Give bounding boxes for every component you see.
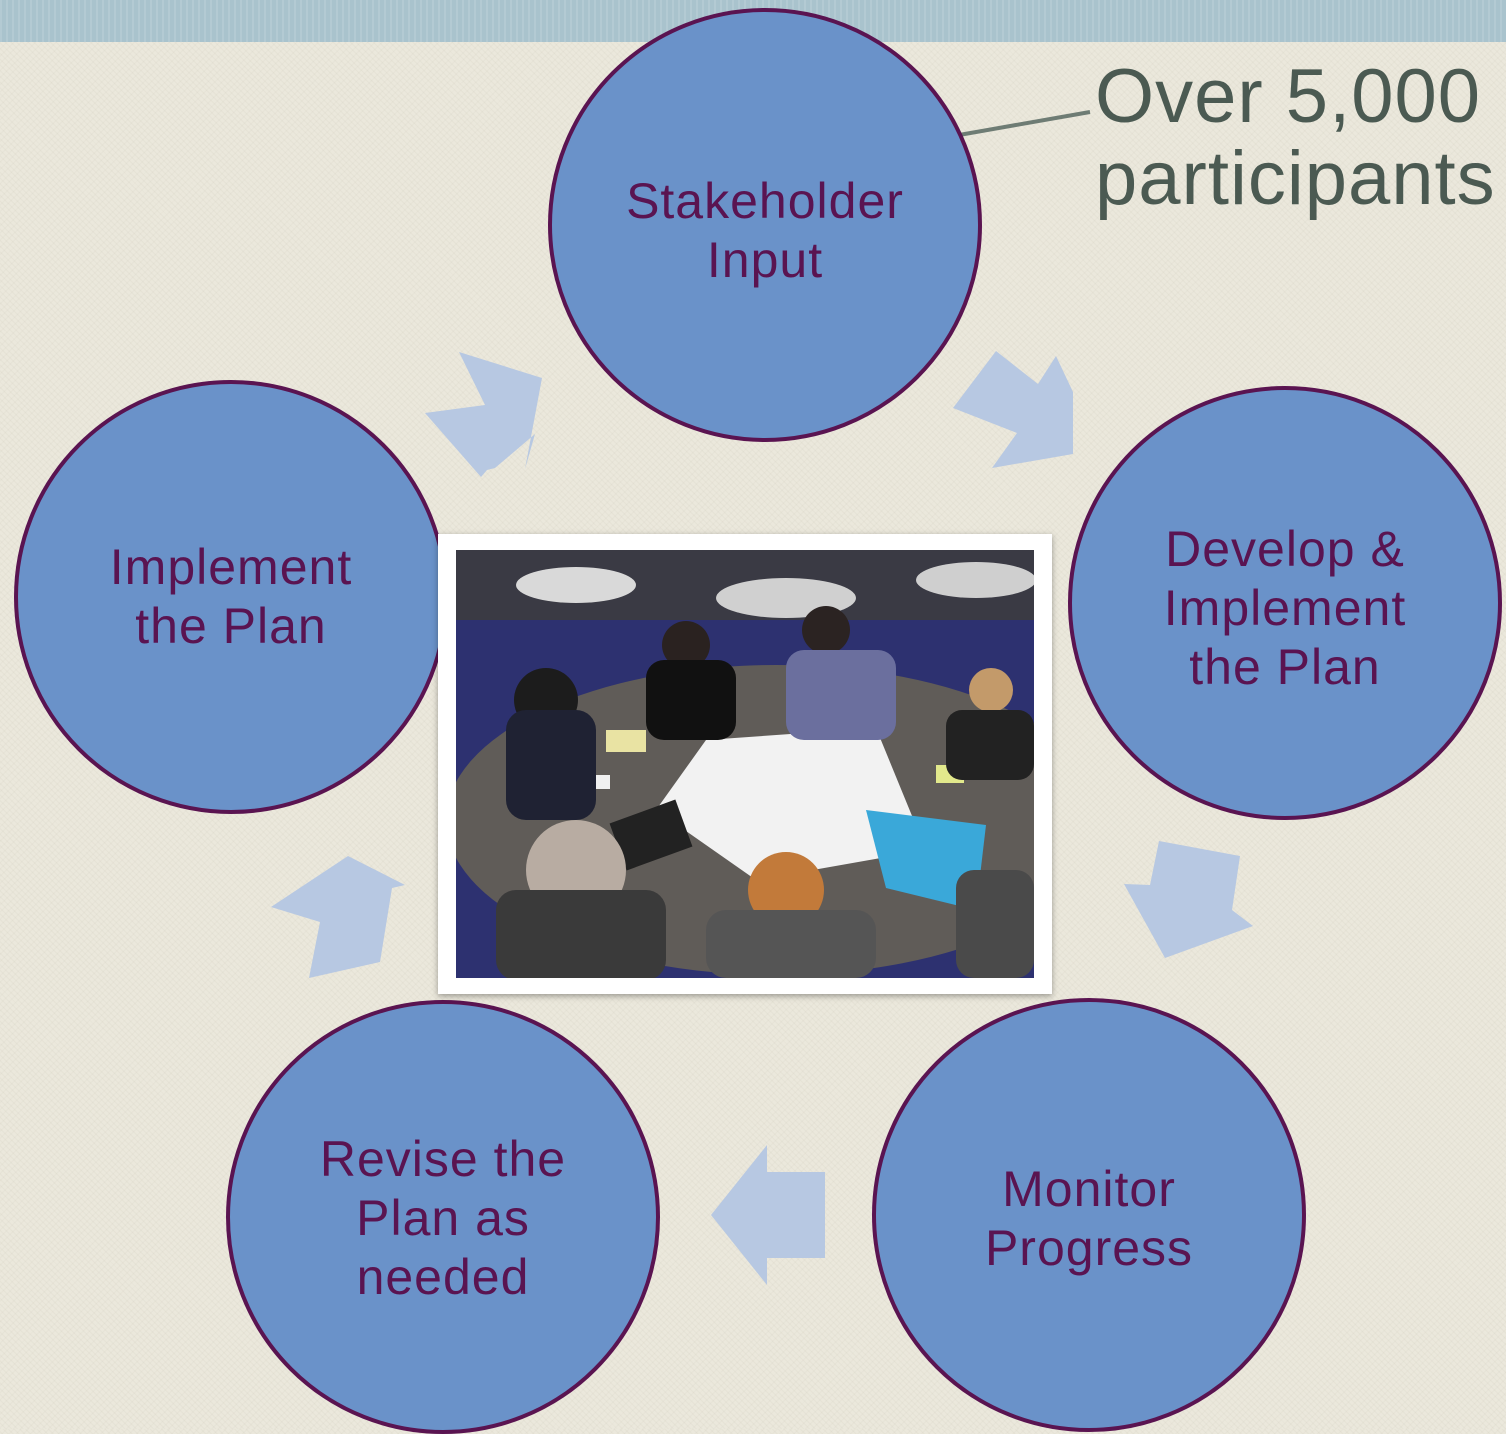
arrow-monitor-to-revise: [711, 1145, 825, 1285]
node-revise-plan: Revise the Plan as needed: [226, 1000, 660, 1434]
arrow-implement-to-stakeholder: [425, 352, 542, 477]
node-label: Monitor Progress: [984, 1161, 1194, 1276]
arrow-revise-to-implement: [271, 856, 405, 978]
node-label: Revise the Plan as needed: [319, 1131, 567, 1305]
arrow-stakeholder-to-develop: [953, 351, 1073, 468]
participants-callout: Over 5,000 participants: [1095, 54, 1496, 222]
node-implement-plan: Implement the Plan: [14, 380, 448, 814]
photo-image: [456, 550, 1034, 978]
node-label: Implement the Plan: [109, 539, 353, 654]
node-monitor-progress: Monitor Progress: [872, 998, 1306, 1432]
node-label: Stakeholder Input: [626, 173, 904, 288]
node-label: Develop & Implement the Plan: [1163, 521, 1407, 695]
node-stakeholder-input: Stakeholder Input: [548, 8, 982, 442]
node-develop-implement: Develop & Implement the Plan: [1068, 386, 1502, 820]
arrow-develop-to-monitor: [1124, 841, 1253, 958]
group-meeting-photo: [438, 534, 1052, 994]
